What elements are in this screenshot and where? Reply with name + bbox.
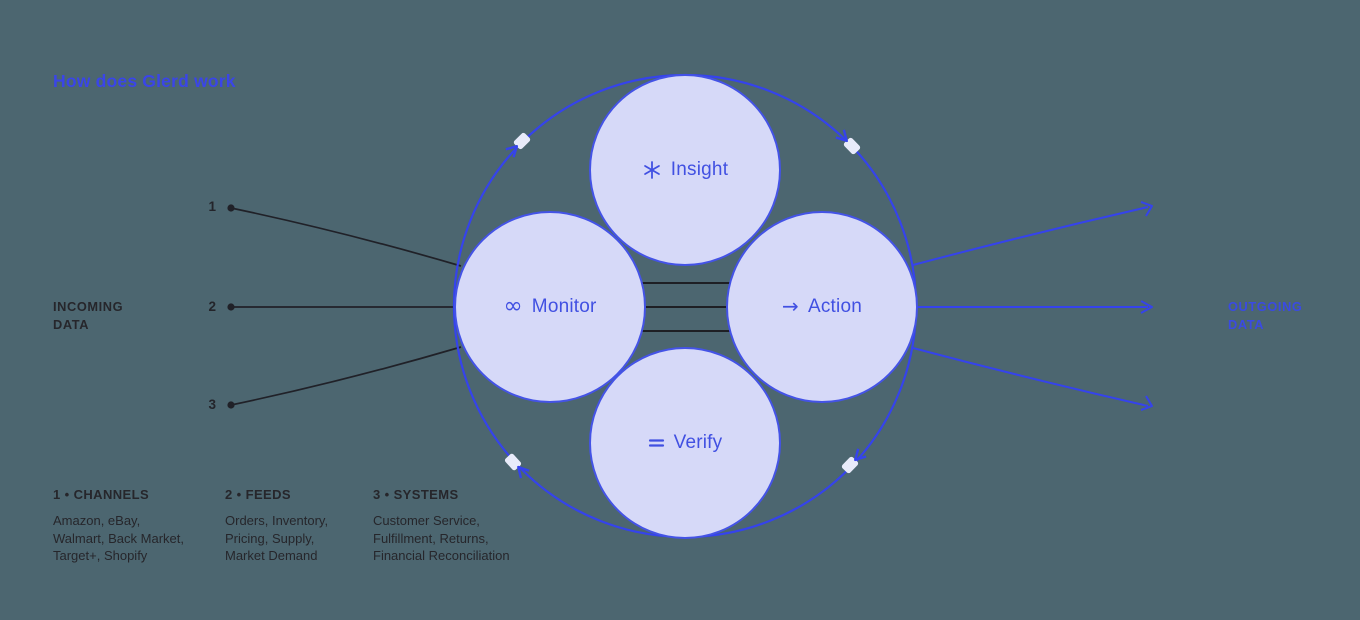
asterisk-icon bbox=[643, 161, 660, 179]
equals-icon bbox=[648, 439, 664, 447]
arrow-right-icon: → bbox=[782, 294, 799, 318]
flow-arrowhead-bottom-right bbox=[854, 448, 867, 462]
cycle-flow-markers bbox=[504, 129, 867, 479]
legend-line: Financial Reconciliation bbox=[373, 548, 510, 563]
flow-marker-top-left bbox=[513, 132, 531, 150]
legend-line: Customer Service, bbox=[373, 513, 480, 528]
outgoing-data-label: OUTGOING DATA bbox=[1228, 298, 1302, 334]
flow-marker-top-right bbox=[843, 137, 861, 155]
flow-arrowhead-top-left bbox=[505, 144, 519, 158]
legend-header-systems: 3 • SYSTEMS bbox=[373, 487, 459, 502]
legend-line: Market Demand bbox=[225, 548, 318, 563]
node-insight: Insight bbox=[590, 154, 780, 186]
node-circle-verify bbox=[589, 347, 781, 539]
legend-line: Fulfillment, Returns, bbox=[373, 530, 489, 546]
legend-column-feeds: 2 • FEEDS Orders, Inventory, Pricing, Su… bbox=[225, 487, 328, 565]
outgoing-arrows bbox=[912, 201, 1153, 411]
incoming-dots bbox=[227, 204, 235, 409]
incoming-data-label-line2: DATA bbox=[53, 317, 90, 332]
flow-marker-bottom-right bbox=[841, 456, 859, 474]
node-circle-monitor bbox=[454, 211, 646, 403]
flow-marker-bottom-left bbox=[504, 453, 522, 471]
flow-arrowhead-top-right bbox=[835, 129, 848, 143]
outgoing-data-label-line2: DATA bbox=[1228, 317, 1265, 332]
incoming-data-label-line1: INCOMING bbox=[53, 299, 124, 314]
node-verify: Verify bbox=[590, 427, 780, 459]
legend-line: Walmart, Back Market, bbox=[53, 530, 184, 546]
outgoing-data-label-line1: OUTGOING bbox=[1228, 299, 1303, 314]
legend-column-channels: 1 • CHANNELS Amazon, eBay, Walmart, Back… bbox=[53, 487, 184, 565]
flow-arrowhead-bottom-left bbox=[517, 465, 530, 479]
legend-line: Pricing, Supply, bbox=[225, 530, 315, 546]
node-circle-insight bbox=[589, 74, 781, 266]
node-circles bbox=[454, 74, 918, 539]
incoming-source-number-3: 3 bbox=[208, 397, 216, 412]
legend-header-feeds: 2 • FEEDS bbox=[225, 487, 291, 502]
node-insight-label: Insight bbox=[670, 159, 729, 180]
incoming-source-number-1: 1 bbox=[208, 199, 216, 214]
legend-line: Amazon, eBay, bbox=[53, 513, 141, 528]
node-action: → Action bbox=[727, 291, 917, 323]
node-monitor: ∞ Monitor bbox=[455, 291, 645, 323]
incoming-lines bbox=[230, 207, 462, 406]
node-monitor-label: Monitor bbox=[531, 296, 597, 317]
infinity-icon: ∞ bbox=[503, 292, 523, 319]
legend-header-channels: 1 • CHANNELS bbox=[53, 487, 150, 502]
page-title: How does Glerd work bbox=[53, 71, 236, 91]
legend-column-systems: 3 • SYSTEMS Customer Service, Fulfillmen… bbox=[373, 487, 510, 565]
legend-line: Orders, Inventory, bbox=[225, 513, 329, 528]
node-action-label: Action bbox=[807, 296, 862, 317]
node-verify-label: Verify bbox=[673, 432, 723, 453]
legend-line: Target+, Shopify bbox=[53, 548, 148, 563]
node-circle-action bbox=[726, 211, 918, 403]
incoming-source-number-2: 2 bbox=[208, 299, 216, 314]
incoming-data-label: INCOMING DATA bbox=[53, 298, 123, 334]
